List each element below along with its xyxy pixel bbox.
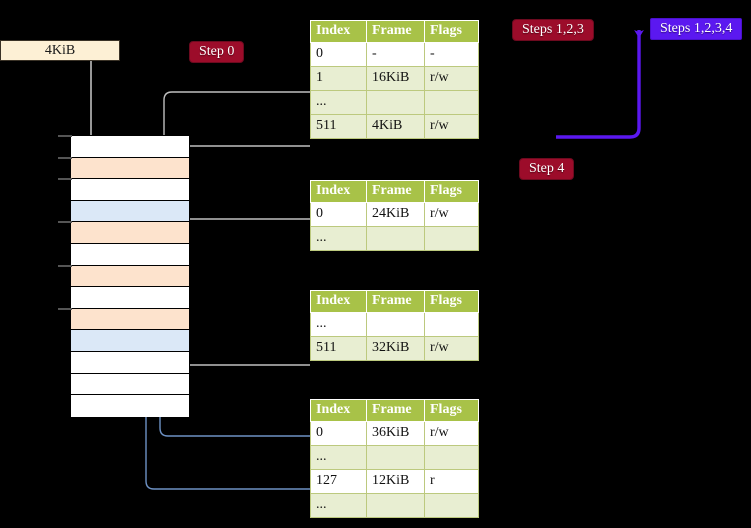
memory-frame-row xyxy=(71,287,189,309)
memory-frame-row xyxy=(71,243,189,266)
memory-boundary-tick xyxy=(58,264,72,267)
cell-flags xyxy=(424,312,479,337)
badge-step-0: Step 0 xyxy=(189,41,245,64)
cell-frame: 24KiB xyxy=(366,202,425,227)
cell-frame: 4KiB xyxy=(366,114,425,139)
badge-steps-1-2-3: Steps 1,2,3 xyxy=(512,19,594,42)
cell-frame xyxy=(366,493,425,518)
column-header-frame: Frame xyxy=(366,399,425,422)
cell-frame xyxy=(366,226,425,251)
cell-index: 1 xyxy=(310,66,367,91)
memory-frame-row xyxy=(71,136,189,158)
cell-index: ... xyxy=(310,90,367,115)
memory-frame-row xyxy=(71,395,189,417)
cell-flags: r xyxy=(424,469,479,494)
column-header-frame: Frame xyxy=(366,20,425,43)
column-header-flags: Flags xyxy=(424,180,479,203)
cell-index: ... xyxy=(310,226,367,251)
table-row: ... xyxy=(310,312,479,337)
column-header-index: Index xyxy=(310,20,367,43)
table-row: ... xyxy=(310,445,479,470)
cell-flags xyxy=(424,493,479,518)
memory-frame-row xyxy=(71,373,189,396)
column-header-index: Index xyxy=(310,290,367,313)
memory-frame-row xyxy=(71,157,189,180)
column-header-flags: Flags xyxy=(424,399,479,422)
memory-frame-row xyxy=(71,265,189,288)
memory-boundary-tick xyxy=(58,135,72,137)
column-header-frame: Frame xyxy=(366,290,425,313)
cell-frame: 12KiB xyxy=(366,469,425,494)
cell-frame xyxy=(366,90,425,115)
cell-flags xyxy=(424,226,479,251)
cell-index: ... xyxy=(310,312,367,337)
memory-frame-row xyxy=(71,351,189,374)
page-size-box: 4KiB xyxy=(0,40,120,61)
column-header-index: Index xyxy=(310,180,367,203)
memory-boundary-tick xyxy=(58,307,72,310)
cell-index: ... xyxy=(310,493,367,518)
cell-flags xyxy=(424,90,479,115)
column-header-frame: Frame xyxy=(366,180,425,203)
cell-index: 511 xyxy=(310,336,367,361)
cell-frame: 16KiB xyxy=(366,66,425,91)
cell-frame xyxy=(366,312,425,337)
badge-step-4: Step 4 xyxy=(519,158,575,181)
memory-frame-row xyxy=(71,330,189,352)
memory-frame-row xyxy=(71,200,189,223)
cell-frame xyxy=(366,445,425,470)
cell-frame: 36KiB xyxy=(366,421,425,446)
cell-flags: r/w xyxy=(424,114,479,139)
memory-boundary-tick xyxy=(58,156,72,159)
table-row: ... xyxy=(310,226,479,251)
cell-frame: - xyxy=(366,42,425,67)
cell-index: 0 xyxy=(310,42,367,67)
cell-index: 511 xyxy=(310,114,367,139)
cell-flags: r/w xyxy=(424,421,479,446)
column-header-index: Index xyxy=(310,399,367,422)
cell-flags: r/w xyxy=(424,336,479,361)
table-row: ... xyxy=(310,493,479,518)
cell-index: 0 xyxy=(310,202,367,227)
cell-flags: r/w xyxy=(424,202,479,227)
cell-index: 0 xyxy=(310,421,367,446)
column-header-flags: Flags xyxy=(424,290,479,313)
badge-steps-1-2-3-4: Steps 1,2,3,4 xyxy=(650,18,743,41)
memory-frame-row xyxy=(71,179,189,201)
cell-flags: r/w xyxy=(424,66,479,91)
cell-flags: - xyxy=(424,42,479,67)
cell-index: 127 xyxy=(310,469,367,494)
memory-boundary-tick xyxy=(58,221,72,224)
cell-index: ... xyxy=(310,445,367,470)
column-header-flags: Flags xyxy=(424,20,479,43)
physical-memory-grid xyxy=(70,135,190,417)
cell-flags xyxy=(424,445,479,470)
cell-frame: 32KiB xyxy=(366,336,425,361)
table-row: 0-- xyxy=(310,42,479,67)
memory-boundary-tick xyxy=(58,178,72,181)
table-row: ... xyxy=(310,90,479,115)
memory-frame-row xyxy=(71,222,189,244)
memory-frame-row xyxy=(71,308,189,331)
